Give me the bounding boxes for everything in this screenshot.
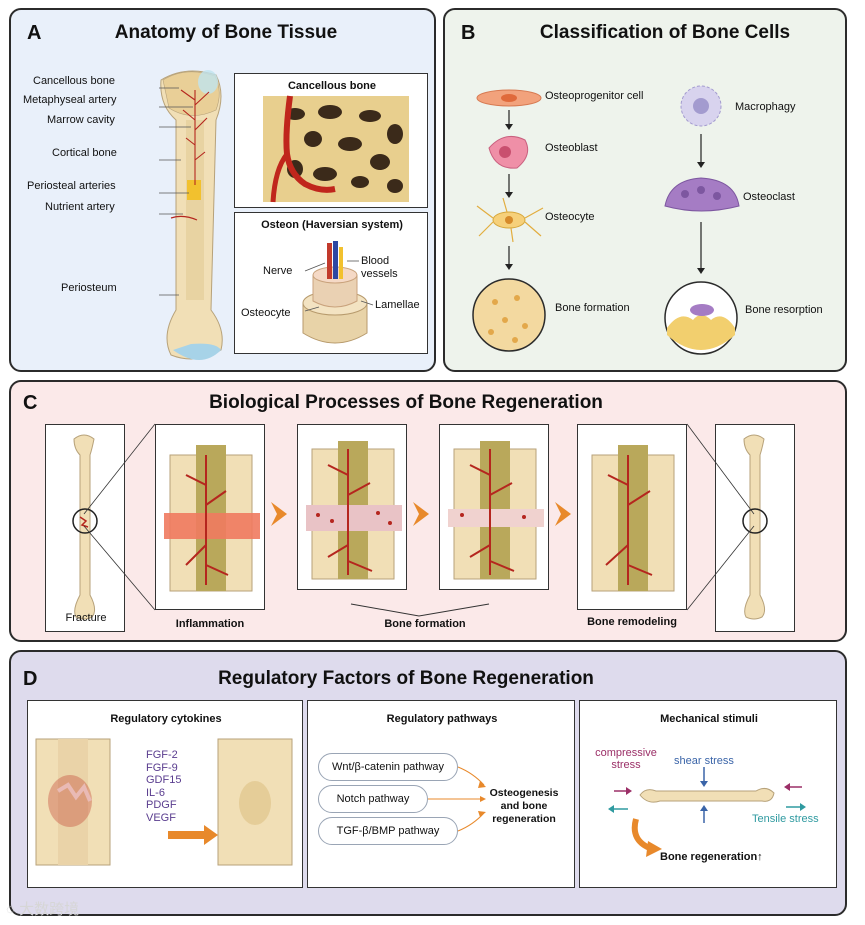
cytokine-bones-icon — [35, 738, 293, 866]
mechanical-box: Mechanical stimuli compressive stress sh… — [579, 700, 837, 888]
watermark-logo-icon: ◌ — [6, 901, 15, 918]
label-nerve: Nerve — [263, 265, 293, 277]
stage-bone-remodeling-box — [577, 424, 687, 610]
cytokine-list: FGF-2 FGF-9 GDF15 IL-6 PDGF VEGF — [146, 749, 181, 825]
mechanical-stimuli-icon — [608, 767, 806, 857]
panel-d-letter: D — [23, 668, 38, 690]
label-osteoblast: Osteoblast — [545, 142, 598, 154]
callus-bone-icon-1 — [306, 441, 402, 580]
panel-b-letter: B — [461, 22, 476, 44]
label-blood-vessels: Blood vessels — [361, 255, 398, 280]
mechanical-title: Mechanical stimuli — [660, 713, 758, 725]
label-stage-bone-remodeling: Bone remodeling — [587, 616, 677, 628]
panel-a-letter: A — [27, 22, 42, 44]
pathway-wnt: Wnt/β-catenin pathway — [318, 753, 458, 781]
cytokine-item: FGF-2 — [146, 749, 178, 761]
long-bone-icon — [159, 70, 223, 360]
panel-c: C Biological Processes of Bone Regenerat… — [9, 380, 847, 642]
pathways-box: Regulatory pathways Wnt/β-catenin pathwa… — [307, 700, 575, 888]
label-nutrient-artery: Nutrient artery — [45, 201, 115, 213]
cytokine-item: IL-6 — [146, 786, 165, 799]
pathway-arrows — [428, 766, 486, 832]
callus-bone-icon-2 — [448, 441, 544, 580]
label-lamellae: Lamellae — [375, 299, 420, 311]
label-bone-resorption: Bone resorption — [745, 304, 823, 316]
label-stage-bone-formation: Bone formation — [384, 618, 466, 630]
cytokine-item: FGF-9 — [146, 761, 178, 774]
label-periosteal-arteries: Periosteal arteries — [27, 180, 116, 192]
cancellous-structure-icon — [263, 95, 409, 203]
panel-c-letter: C — [23, 392, 38, 414]
label-compressive-stress: compressive stress — [595, 747, 657, 771]
inflammation-bone-icon — [164, 445, 260, 592]
watermark: ◌ 大数跨境 — [6, 898, 79, 919]
label-osteoprogenitor-cell: Osteoprogenitor cell — [545, 90, 644, 102]
cytokines-box: Regulatory cytokines FGF-2 FGF-9 GDF15 I… — [27, 700, 303, 888]
inset-osteon: Osteon (Haversian system) Nerve Blood ve… — [234, 212, 428, 354]
label-metaphyseal-artery: Metaphyseal artery — [23, 94, 117, 106]
pathways-outcome: Osteogenesis and bone regeneration — [489, 787, 559, 825]
panel-a-title: Anatomy of Bone Tissue — [114, 22, 338, 43]
label-cancellous-bone: Cancellous bone — [33, 75, 115, 87]
cytokine-item: PDGF — [146, 799, 177, 812]
label-cortical-bone: Cortical bone — [52, 147, 117, 159]
label-bone-regeneration-outcome: Bone regeneration↑ — [660, 851, 763, 863]
panel-a: A Anatomy of Bone Tissue Cancellous bone… — [9, 8, 436, 372]
pathway-tgf: TGF-β/BMP pathway — [318, 817, 458, 845]
panel-d: D Regulatory Factors of Bone Regeneratio… — [9, 650, 847, 916]
arrow-icon — [413, 502, 429, 526]
label-macrophagy: Macrophagy — [735, 101, 796, 113]
stage-inflammation-box — [155, 424, 265, 610]
osteon-icon — [302, 241, 374, 344]
label-osteocyte-cell: Osteocyte — [545, 211, 595, 223]
remodeled-bone-icon — [591, 445, 675, 592]
arrow-icon — [555, 502, 571, 526]
fractured-bone-icon — [72, 434, 98, 620]
cytokine-item: GDF15 — [146, 774, 182, 787]
cytokines-title: Regulatory cytokines — [110, 713, 222, 725]
label-osteocyte-osteon: Osteocyte — [241, 307, 291, 319]
bone-cells-diagram — [472, 85, 740, 355]
label-periosteum: Periosteum — [61, 282, 117, 294]
process-arrows — [83, 423, 755, 617]
label-osteoclast: Osteoclast — [743, 191, 795, 203]
panel-c-title: Biological Processes of Bone Regeneratio… — [209, 392, 603, 413]
panel-b: B Classification of Bone Cells Osteopr — [443, 8, 847, 372]
panel-b-title: Classification of Bone Cells — [539, 22, 791, 43]
healed-bone-box — [715, 424, 795, 632]
stage-bone-formation-box-2 — [439, 424, 549, 590]
cytokine-item: VEGF — [146, 811, 176, 824]
label-shear-stress: shear stress — [674, 755, 734, 767]
stage-bone-formation-box-1 — [297, 424, 407, 590]
label-marrow-cavity: Marrow cavity — [47, 114, 115, 126]
pathways-title: Regulatory pathways — [386, 713, 498, 725]
inset-osteon-title: Osteon (Haversian system) — [261, 219, 403, 231]
panel-d-title: Regulatory Factors of Bone Regeneration — [218, 668, 594, 689]
label-fracture: Fracture — [65, 612, 107, 624]
inset-cancellous-title: Cancellous bone — [287, 80, 377, 92]
label-stage-inflammation: Inflammation — [175, 618, 245, 630]
healed-bone-icon — [742, 434, 768, 620]
label-bone-formation-cell: Bone formation — [555, 302, 630, 314]
arrow-icon — [271, 502, 287, 526]
fracture-bone-box: Fracture — [45, 424, 125, 632]
watermark-text: 大数跨境 — [19, 901, 80, 918]
pathway-notch: Notch pathway — [318, 785, 428, 813]
label-tensile-stress: Tensile stress — [752, 813, 819, 825]
inset-cancellous-bone: Cancellous bone — [234, 73, 428, 208]
